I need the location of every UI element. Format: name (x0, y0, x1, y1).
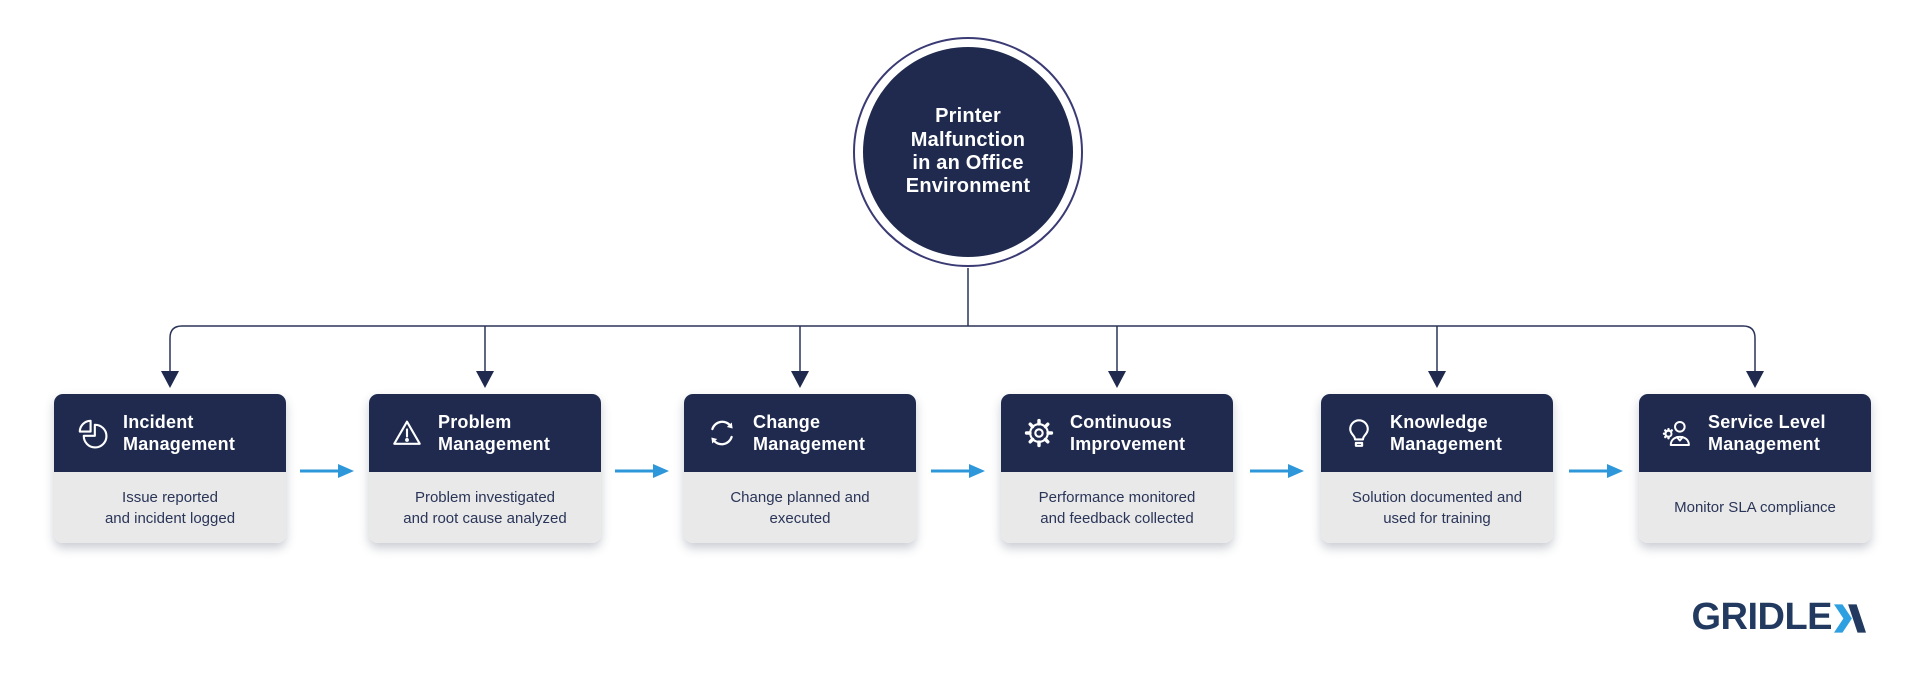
flow-arrow-icon (1569, 464, 1623, 478)
stage-body: Change planned and executed (684, 472, 916, 543)
stage-title: Knowledge Management (1390, 411, 1503, 455)
branch-line (169, 325, 1756, 373)
lightbulb-icon (1342, 416, 1376, 450)
warning-triangle-icon (390, 416, 424, 450)
stage-header: Knowledge Management (1321, 394, 1553, 472)
gear-icon (1022, 416, 1056, 450)
root-title: Printer Malfunction in an Office Environ… (905, 105, 1031, 198)
stage-title: Problem Management (438, 411, 551, 455)
stage-body: Problem investigated and root cause anal… (369, 472, 601, 543)
stage-title: Continuous Improvement (1070, 411, 1186, 455)
stage-description: Performance monitored and feedback colle… (1038, 488, 1196, 527)
person-gear-icon (1660, 416, 1694, 450)
gridlex-logo: GRIDLE (1691, 596, 1866, 639)
flow-arrow-icon (931, 464, 985, 478)
stage-body: Performance monitored and feedback colle… (1001, 472, 1233, 543)
stage-header: Service Level Management (1639, 394, 1871, 472)
stage-header: Change Management (684, 394, 916, 472)
root-node: Printer Malfunction in an Office Environ… (853, 37, 1083, 267)
down-arrowheads (161, 371, 1764, 388)
stage-body: Monitor SLA compliance (1639, 472, 1871, 543)
root-node-fill: Printer Malfunction in an Office Environ… (863, 47, 1073, 257)
stage-card-change-management: Change Management Change planned and exe… (684, 394, 916, 543)
refresh-icon (705, 416, 739, 450)
stage-description: Problem investigated and root cause anal… (403, 488, 567, 527)
stage-card-service-level-management: Service Level Management Monitor SLA com… (1639, 394, 1871, 543)
tree-connector (169, 268, 1756, 373)
stage-description: Monitor SLA compliance (1674, 499, 1836, 516)
stage-body: Solution documented and used for trainin… (1321, 472, 1553, 543)
pie-chart-icon (75, 416, 109, 450)
stage-header: Continuous Improvement (1001, 394, 1233, 472)
down-arrowhead-icon (1746, 371, 1764, 388)
gridlex-x-icon (1834, 604, 1866, 633)
stage-card-problem-management: Problem Management Problem investigated … (369, 394, 601, 543)
stage-card-knowledge-management: Knowledge Management Solution documented… (1321, 394, 1553, 543)
down-arrowhead-icon (1428, 371, 1446, 388)
stage-card-continuous-improvement: Continuous Improvement Performance monit… (1001, 394, 1233, 543)
stage-title: Incident Management (123, 411, 236, 455)
down-arrowhead-icon (476, 371, 494, 388)
down-arrowhead-icon (791, 371, 809, 388)
stage-title: Change Management (753, 411, 866, 455)
stage-header: Incident Management (54, 394, 286, 472)
stage-description: Solution documented and used for trainin… (1351, 488, 1523, 527)
stage-header: Problem Management (369, 394, 601, 472)
down-arrowhead-icon (1108, 371, 1126, 388)
stage-description: Issue reported and incident logged (104, 488, 236, 527)
flow-arrow-icon (1250, 464, 1304, 478)
gridlex-logo-text: GRIDLE (1691, 596, 1832, 638)
stage-card-incident-management: Incident Management Issue reported and i… (54, 394, 286, 543)
down-arrowhead-icon (161, 371, 179, 388)
flow-arrow-icon (300, 464, 354, 478)
stage-body: Issue reported and incident logged (54, 472, 286, 543)
flow-arrow-icon (615, 464, 669, 478)
stage-description: Change planned and executed (730, 488, 870, 527)
stage-title: Service Level Management (1708, 411, 1826, 455)
